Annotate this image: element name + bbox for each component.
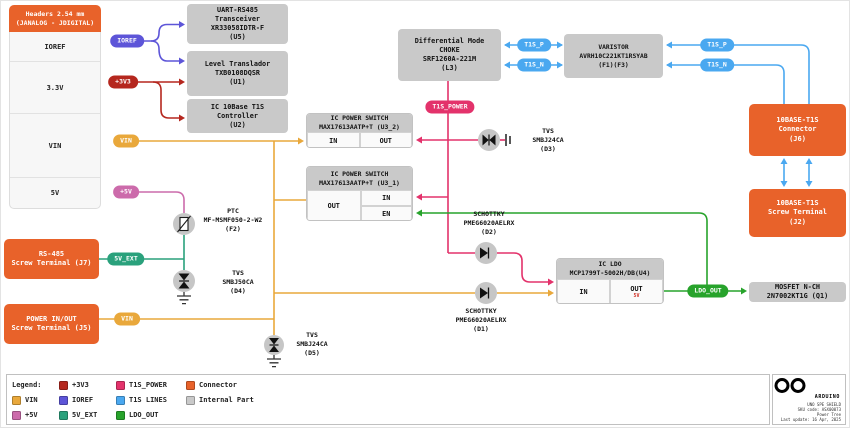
net-pill-ioref: IOREF [110,34,144,48]
block-level-translator-u1: Level Translador TXB0108DQSR (U1) [187,51,288,96]
net-pill-t1s-p-left: T1S_P [517,38,551,52]
arduino-logo-icon [774,378,806,393]
legend-item: IOREF [59,395,93,405]
legend-label: LDO_OUT [129,411,159,419]
legend-swatch [116,410,125,420]
net-pill-ldo-out: LDO_OUT [687,284,729,298]
legend-item: +5V [12,410,38,420]
header-pin-5v: 5V [10,177,100,208]
u4-header: IC LDO MCP1799T-5002H/DB(U4) [557,259,663,279]
block-uart-rs485-u5: UART-RS485 Transceiver XR33058IDTR-F (U5… [187,4,288,44]
u3-1-pin-in: IN [360,190,412,206]
legend-swatch [116,380,125,390]
u3-1-pin-out: OUT [307,190,361,220]
legend-swatch [186,395,195,405]
brand-name: ARDUINO [814,394,840,400]
block-rs485-screw-terminal-j7: RS-485 Screw Terminal (J7) [4,239,99,279]
header-pin-3v3: 3.3V [10,61,100,113]
tvs-diode-icon-d4 [173,270,195,292]
legend-label: Internal Part [199,396,254,404]
schottky-diode-icon-d1 [475,282,497,304]
u3-2-pin-in: IN [307,132,360,147]
tvs-diode-icon-d3 [478,129,511,151]
legend-title: Legend: [12,381,42,389]
label-tvs-d4: TVS SMBJ50CA (D4) [222,269,254,295]
legend-label: 5V_EXT [72,411,98,419]
net-pill-t1s-power: T1S_POWER [425,100,475,114]
header-pin-vin: VIN [10,113,100,177]
u4-pin-out-label: OUT [630,285,643,293]
u3-2-header: IC POWER SWITCH MAX17613AATP+T (U3_2) [307,114,412,132]
legend-item: Internal Part [186,395,254,405]
arrowheads [179,21,813,297]
wire-5v-net [137,191,185,213]
tvs-diode-icon-d5 [264,335,284,355]
legend-item: 5V_EXT [59,410,97,420]
legend-label: T1S LINES [129,396,167,404]
block-power-screw-terminal-j5: POWER IN/OUT Screw Terminal (J5) [4,304,99,344]
legend-swatch [59,395,68,405]
net-pill-3v3: +3V3 [108,75,138,89]
legend-item: LDO_OUT [116,410,159,420]
net-pill-t1s-n-left: T1S_N [517,58,551,72]
block-choke-l3: Differential Mode CHOKE SRF1260A-221M (L… [398,29,501,81]
u3-2-pin-out: OUT [359,132,412,147]
block-mosfet-q1: MOSFET N-CH 2N7002KT1G (Q1) [749,282,846,302]
header-pin-ioref: IOREF [44,42,66,51]
block-power-switch-u3-1: IC POWER SWITCH MAX17613AATP+T (U3_1) OU… [306,166,413,221]
label-schottky-d1: SCHOTTKY PMEG6020AELRX (D1) [455,307,507,333]
label-ptc-f2: PTC MF-MSMF050-2-W2 (F2) [203,207,263,233]
ground-symbol-d4 [177,292,191,305]
legend-item: T1S LINES [116,395,167,405]
legend-item: +3V3 [59,380,89,390]
ptc-fuse-icon [173,213,195,235]
u4-pin-out: OUT 5V [610,279,663,303]
headers-panel: IOREF 3.3V VIN 5V [9,32,101,209]
legend-swatch [59,410,68,420]
net-pill-vin-bottom: VIN [114,312,140,326]
block-t1s-controller-u2: IC 10Base T1S Controller (U2) [187,99,288,133]
net-pill-t1s-n-right: T1S_N [700,58,734,72]
legend: Legend: +3V3 T1S_POWER Connector VIN IOR… [6,374,770,425]
brand-box: ARDUINO UNO SPE SHIELD SKU code: ASX0007… [772,374,846,425]
legend-swatch [12,395,21,405]
legend-swatch [186,380,195,390]
brand-info: UNO SPE SHIELD SKU code: ASX00073 Power … [780,402,841,422]
wire-ioref-net [142,23,181,62]
wire-3v3-net [136,81,181,119]
u3-1-pin-en: EN [360,206,412,220]
u4-out-voltage: 5V [633,293,640,299]
legend-label: +5V [25,411,38,419]
ground-symbol-d5 [267,355,281,368]
headers-panel-title: Headers 2.54 mm (JANALOG - JDIGITAL) [9,5,101,32]
u4-pin-in: IN [557,279,610,303]
u3-1-header: IC POWER SWITCH MAX17613AATP+T (U3_1) [307,167,412,190]
block-varistor-f1-f3: VARISTOR AVRH10C221KT1RSYAB (F1)(F3) [564,34,663,78]
legend-item: VIN [12,395,38,405]
schottky-diode-icon-d2 [475,242,497,264]
legend-item: T1S_POWER [116,380,167,390]
net-pill-t1s-p-right: T1S_P [700,38,734,52]
legend-label: IOREF [72,396,94,404]
label-tvs-d3: TVS SMBJ24CA (D3) [532,127,564,153]
net-pill-vin-top: VIN [113,134,139,148]
block-t1s-screw-terminal-j2: 10BASE-T1S Screw Terminal (J2) [749,189,846,237]
legend-label: Connector [199,381,237,389]
legend-swatch [116,395,125,405]
block-ldo-u4: IC LDO MCP1799T-5002H/DB(U4) IN OUT 5V [556,258,664,304]
legend-item: Connector [186,380,237,390]
legend-label: VIN [25,396,38,404]
legend-swatch [12,410,21,420]
net-pill-5v-ext: 5V_EXT [107,252,145,266]
legend-label: +3V3 [72,381,89,389]
label-schottky-d2: SCHOTTKY PMEG6020AELRX (D2) [463,210,515,236]
legend-label: T1S_POWER [129,381,167,389]
legend-swatch [59,380,68,390]
block-t1s-connector-j6: 10BASE-T1S Connector (J6) [749,104,846,156]
block-power-switch-u3-2: IC POWER SWITCH MAX17613AATP+T (U3_2) IN… [306,113,413,148]
label-tvs-d5: TVS SMBJ24CA (D5) [296,331,328,357]
net-pill-5v: +5V [113,185,139,199]
